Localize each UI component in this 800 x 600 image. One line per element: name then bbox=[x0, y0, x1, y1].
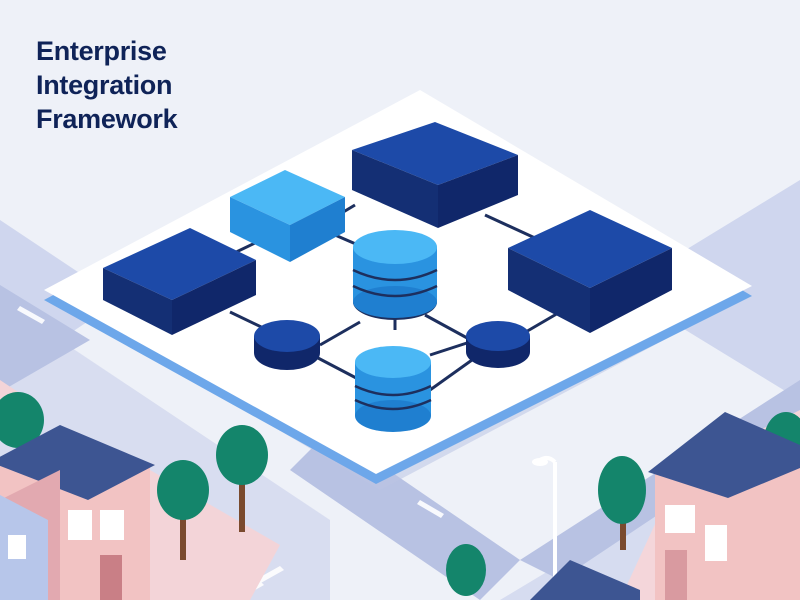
connector-node-left bbox=[254, 320, 320, 370]
sky-service-block bbox=[230, 170, 345, 262]
navy-server-block-top bbox=[352, 122, 518, 228]
title-line-3: Framework bbox=[36, 104, 178, 134]
navy-server-block-right bbox=[508, 210, 672, 333]
house-left bbox=[0, 425, 155, 600]
tree-left-1 bbox=[157, 460, 209, 560]
tree-right-1 bbox=[598, 456, 646, 550]
connector-node-right bbox=[466, 321, 530, 368]
navy-server-block-left bbox=[103, 228, 256, 335]
tree-left-3 bbox=[0, 392, 44, 448]
street-lamp bbox=[532, 455, 557, 582]
tree-left-2 bbox=[216, 425, 268, 532]
page-title: Enterprise Integration Framework bbox=[36, 34, 178, 136]
tree-bottom-center bbox=[446, 544, 486, 596]
house-bottom-roof bbox=[530, 560, 640, 600]
database-cylinder-upper bbox=[352, 230, 438, 320]
title-line-1: Enterprise bbox=[36, 36, 167, 66]
database-cylinder-lower bbox=[354, 346, 432, 432]
house-right bbox=[648, 412, 800, 600]
title-line-2: Integration bbox=[36, 70, 173, 100]
